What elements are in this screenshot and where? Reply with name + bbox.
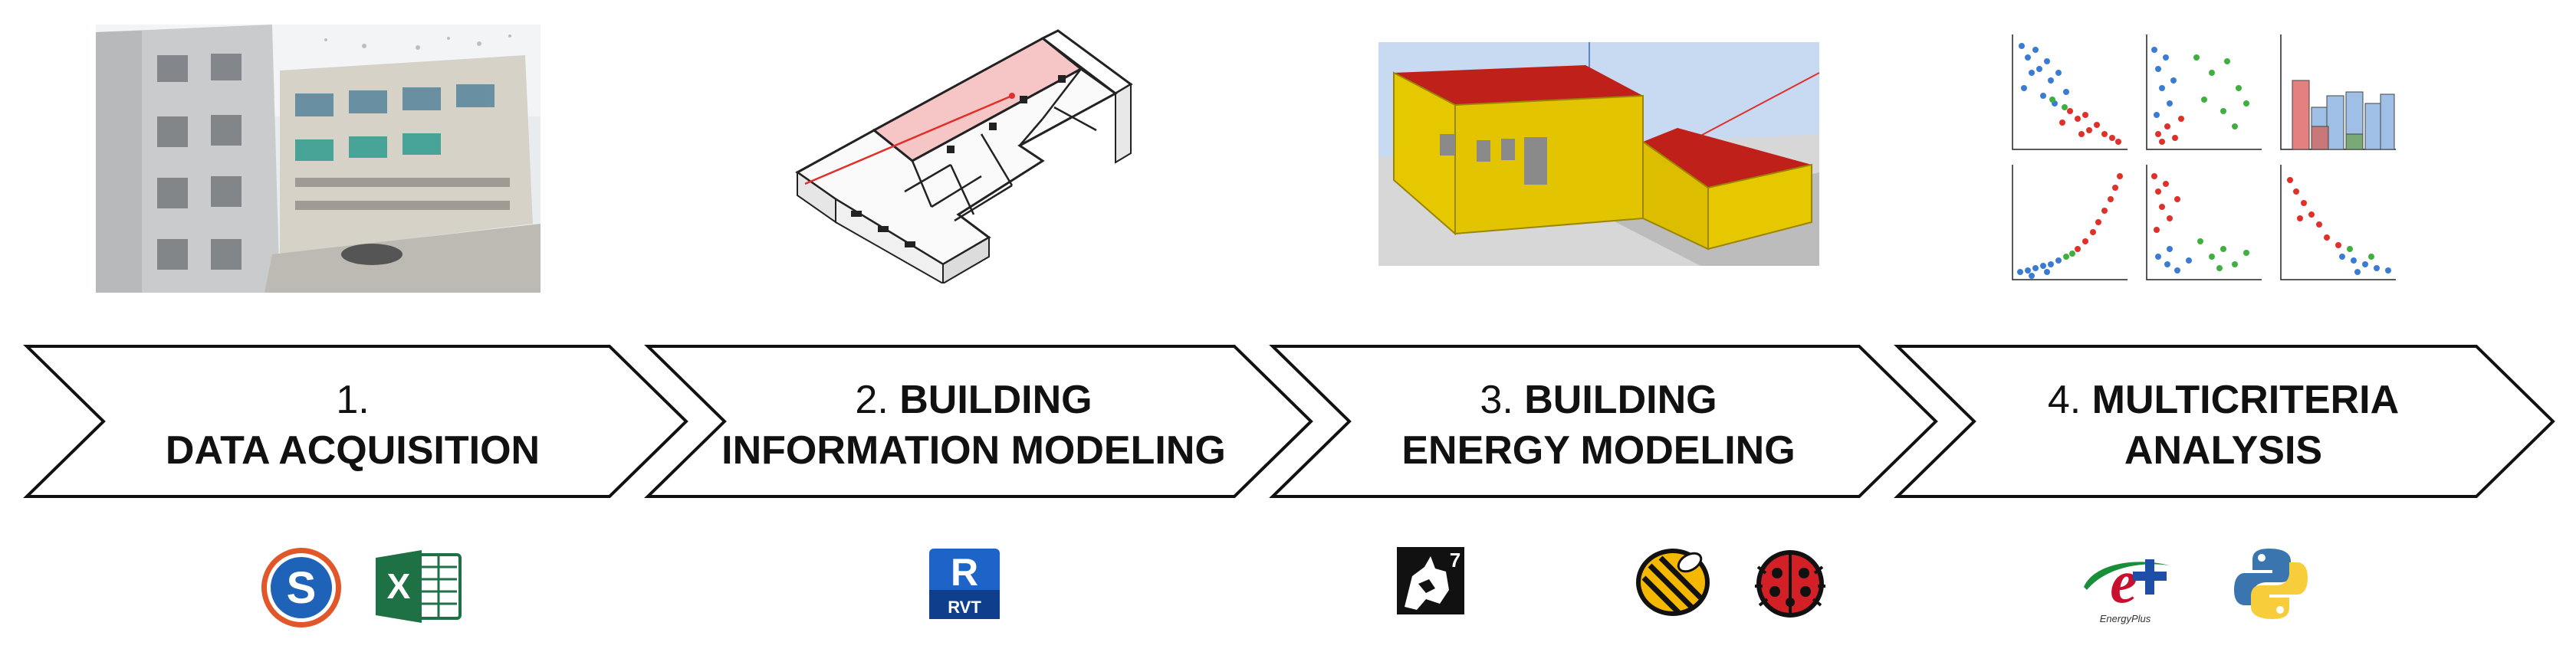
scatter-matrix-image [2012,34,2396,280]
step-2-label: 2. BUILDING INFORMATION MODELING [721,360,1226,490]
energyplus-icon: e EnergyPlus [2084,549,2170,624]
honeybee-icon [1636,549,1710,616]
step-2-title-line1: BUILDING [899,378,1092,422]
python-icon [2234,549,2308,619]
rhino-icon: 7 [1397,547,1464,614]
step-3-number: 3. [1480,378,1513,422]
ladybug-icon [1755,550,1825,618]
step-4-label: 4. MULTICRITERIA ANALYSIS [1978,360,2469,490]
chevron-step-4 [1894,345,2555,498]
step-3-title-line2: ENERGY MODELING [1401,428,1796,473]
bim-floorplan-image [795,29,1133,283]
step-2-title-line2: INFORMATION MODELING [721,428,1226,473]
energy-model-image [1378,42,1819,266]
revit-icon: R RVT [929,549,1000,619]
energyplus-letter: e [2110,549,2137,616]
scan-software-letter: S [287,563,317,613]
process-chevrons [23,345,2555,498]
step-3-label: 3. BUILDING ENERGY MODELING [1353,360,1844,490]
step-4-title-line1: MULTICRITERIA [2091,378,2400,422]
step-3-title-line1: BUILDING [1524,378,1717,422]
revit-caption: RVT [948,598,981,617]
excel-icon: X [376,550,462,623]
step-2-number: 2. [855,378,889,422]
step-4-title-line2: ANALYSIS [2124,428,2323,473]
rhino-version: 7 [1450,549,1460,572]
chevron-step-2 [644,345,1313,498]
energyplus-caption: EnergyPlus [2100,613,2151,624]
scan-software-icon: S [261,548,341,627]
point-cloud-image [96,25,540,293]
step-1-number: 1. [336,378,370,422]
step-1-label: 1. DATA ACQUISITION [123,360,583,490]
chevron-step-3 [1269,345,1938,498]
chevron-step-1 [23,345,688,498]
step-1-title: DATA ACQUISITION [165,428,540,473]
revit-letter: R [951,551,978,594]
step-4-number: 4. [2047,378,2082,422]
excel-letter: X [387,566,411,606]
